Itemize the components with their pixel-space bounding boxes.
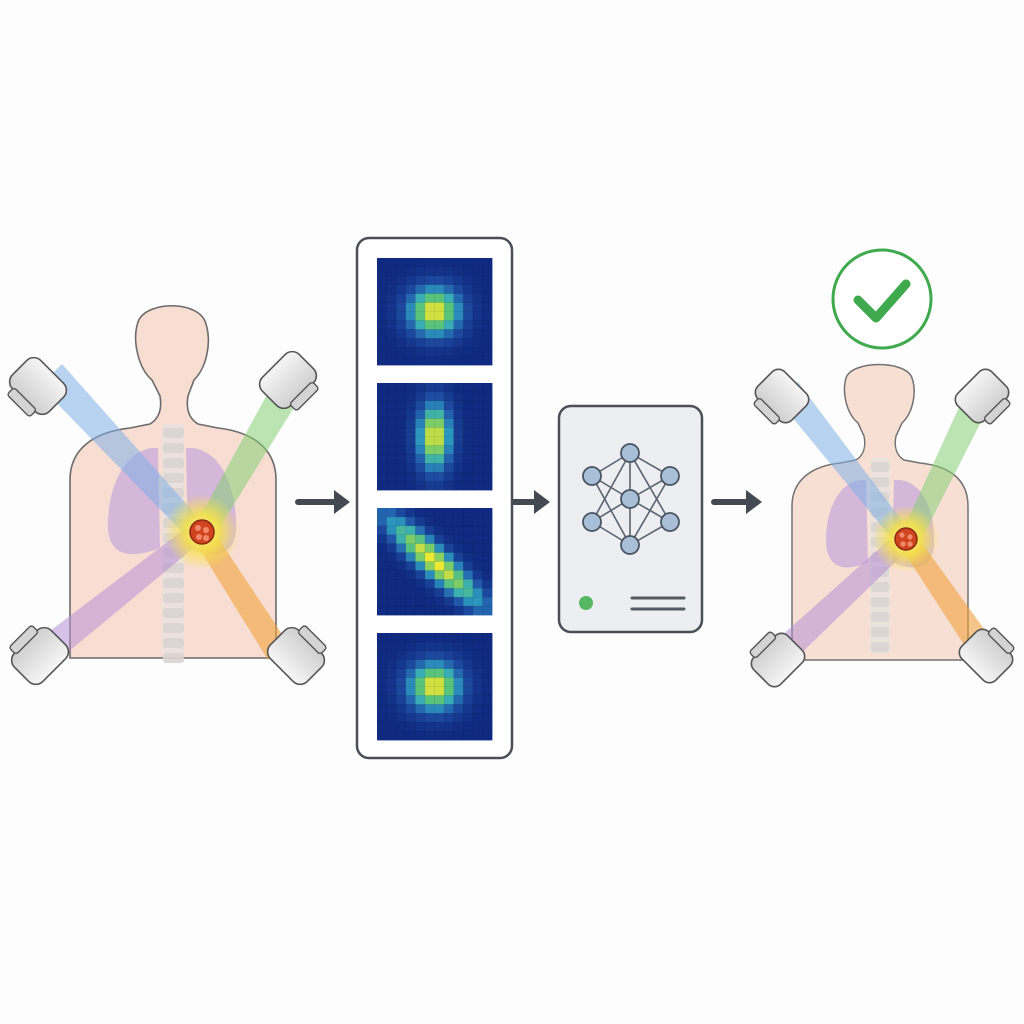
output-patient xyxy=(749,248,1015,688)
dose-map-3 xyxy=(377,508,493,616)
status-dot xyxy=(579,596,593,610)
network-node xyxy=(660,466,680,486)
menu-lines-icon xyxy=(630,596,686,611)
beam-upper-left xyxy=(40,364,205,540)
beam-head-lower-right-icon xyxy=(266,625,327,686)
beam-head-upper-right-icon xyxy=(258,350,319,411)
network-node xyxy=(620,443,640,463)
neural-network-icon xyxy=(582,443,680,555)
tumor-icon xyxy=(894,527,918,551)
input-patient xyxy=(7,305,327,686)
beam-lower-left xyxy=(770,530,914,666)
network-node xyxy=(582,466,602,486)
beam-upper-left xyxy=(778,382,912,546)
flow-arrow-1 xyxy=(295,490,350,514)
beam-head-lower-left-icon xyxy=(9,625,70,686)
flow-arrow-3 xyxy=(711,490,762,514)
check-badge-icon xyxy=(831,248,933,350)
beam-lower-left xyxy=(38,522,208,662)
network-node xyxy=(660,512,680,532)
beam-head-upper-right-icon xyxy=(954,368,1011,425)
model-card xyxy=(557,404,704,634)
network-node xyxy=(620,489,640,509)
network-node xyxy=(620,535,640,555)
beam-head-lower-right-icon xyxy=(958,627,1015,684)
beam-head-upper-left-icon xyxy=(7,356,68,417)
dose-map-1 xyxy=(377,258,493,366)
beam-upper-right xyxy=(902,392,986,546)
dose-map-2 xyxy=(377,383,493,491)
beam-head-upper-left-icon xyxy=(753,368,810,425)
dose-map-4 xyxy=(377,633,493,741)
flow-arrow-2 xyxy=(511,490,550,514)
network-node xyxy=(582,512,602,532)
beam-head-lower-left-icon xyxy=(749,631,806,688)
tumor-icon xyxy=(189,519,215,545)
dose-map-panel xyxy=(355,236,514,760)
